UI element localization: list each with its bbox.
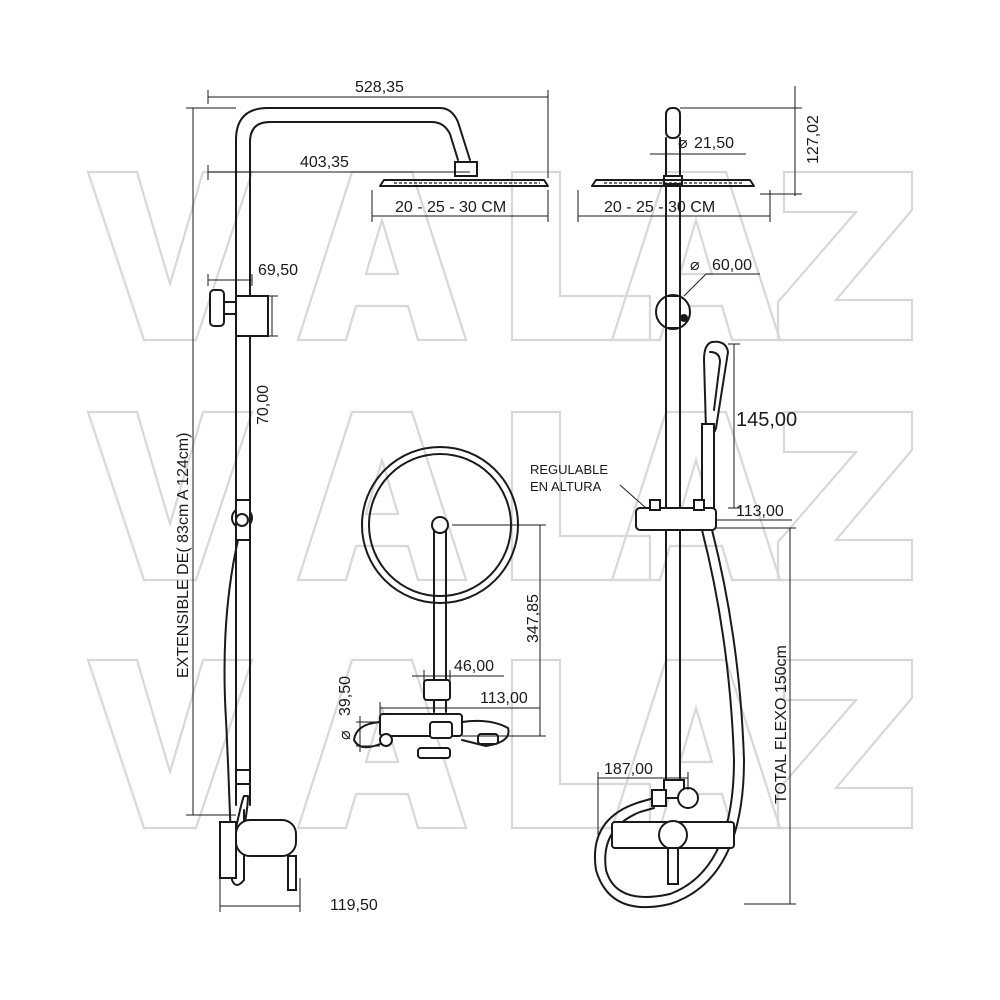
slider-width-label: 113,00 [736,503,784,520]
handshower-length-label: 145,00 [736,409,797,431]
slider-side [231,499,253,541]
mixer-width-label: 187,00 [604,761,653,778]
hand-shower [701,340,730,511]
hose-side [223,539,245,886]
front-view [591,107,755,909]
lower-connector [235,769,251,785]
riser-pipe [235,107,471,806]
handle-diameter-symbol: ⌀ [337,730,354,740]
regulable-label-line1: REGULABLE [530,462,608,477]
wall-support [209,289,269,337]
dimension-lines [186,86,802,912]
mixer-front [611,779,735,885]
riser-pipe-inner [249,121,459,806]
support-diameter-label: 60,00 [712,257,752,274]
shower-head-side [379,161,549,187]
pipe-diameter-symbol: ⌀ [678,135,688,152]
support-diameter-symbol: ⌀ [690,257,700,274]
top-cap [665,107,681,139]
hose-front [594,529,745,909]
head-size-left-label: 20 - 25 - 30 CM [395,199,506,216]
dimension-labels: 528,35 403,35 20 - 25 - 30 CM 20 - 25 - … [175,79,822,914]
watermark-row-2 [86,410,914,582]
arm-reach-label: 403,35 [300,154,349,171]
overall-reach-label: 528,35 [355,79,404,96]
slider-front [635,499,717,531]
head-size-right-label: 20 - 25 - 30 CM [604,199,715,216]
mixer-side [219,795,297,891]
side-view [209,107,549,891]
top-height-label: 127,02 [805,115,822,164]
handle-diameter-label: 39,50 [337,676,354,716]
support-height-label: 70,00 [255,385,272,425]
top-view-body-label: 113,00 [480,690,528,707]
top-view [353,446,519,759]
wall-bracket-front [655,294,691,330]
hose-total-label: TOTAL FLEXO 150cm [773,645,790,804]
shower-head-front [591,175,755,187]
pipe-diameter-label: 21,50 [694,135,734,152]
wall-offset-label: 69,50 [258,262,298,279]
regulable-label-line2: EN ALTURA [530,479,602,494]
extensible-label: EXTENSIBLE DE( 83cm A 124cm) [175,433,192,678]
top-view-arm-label: 347,85 [525,594,542,643]
mixer-depth-label: 119,50 [330,897,378,914]
top-view-inlet-label: 46,00 [454,658,494,675]
